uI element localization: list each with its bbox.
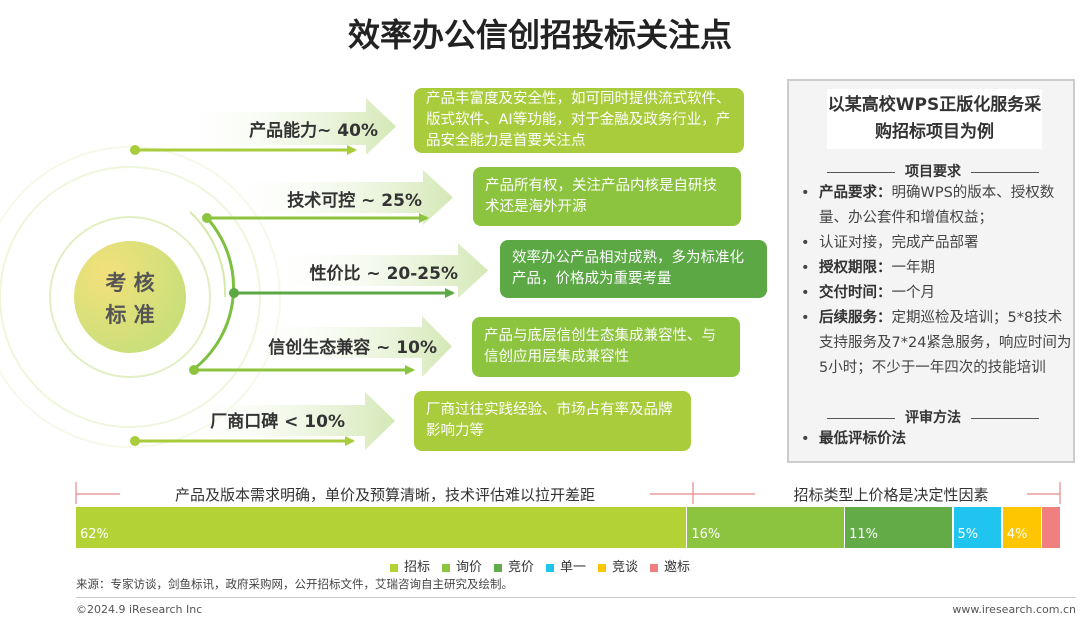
pointer-arrowhead xyxy=(445,288,455,298)
legend-swatch xyxy=(650,563,659,572)
method: 最低评标价法 xyxy=(819,431,906,447)
legend-swatch xyxy=(441,563,450,572)
criterion-label: 技术可控 ~ 25% xyxy=(287,191,422,211)
bar-segment-竞价: 11% xyxy=(845,507,953,548)
criterion-label: 信创生态兼容 ~ 10% xyxy=(268,338,437,358)
criterion-label: 厂商口碑 < 10% xyxy=(210,412,345,432)
rings xyxy=(0,146,281,448)
website: www.iresearch.com.cn xyxy=(952,603,1076,616)
legend-swatch xyxy=(546,563,554,572)
criterion-description: 厂商过往实践经验、市场占有率及品牌影响力等 xyxy=(414,391,691,451)
criterion-label: 产品能力~ 40% xyxy=(249,121,378,141)
pointer-dot xyxy=(189,365,199,375)
requirement-key: 后续服务： xyxy=(819,310,892,326)
pointer-arrowhead xyxy=(345,436,355,446)
criterion-description: 产品所有权，关注产品内核是自研技术还是海外开源 xyxy=(473,167,741,226)
method-list: 最低评标价法 xyxy=(799,427,1074,452)
requirement-item: 产品要求：明确WPS的版本、授权数量、办公套件和增值权益； xyxy=(799,181,1074,231)
case-title: 以某高校WPS正版化服务采购招标项目为例 xyxy=(827,89,1042,149)
legend-item: 竞价 xyxy=(493,556,534,575)
requirement-item: 认证对接，完成产品部署 xyxy=(799,231,1074,256)
criterion-arrow xyxy=(170,98,396,155)
section-heading: 项目要求 xyxy=(809,161,1057,181)
bar-segment-邀标 xyxy=(1042,507,1061,548)
legend-item: 单一 xyxy=(546,556,586,575)
center-label: 标 准 xyxy=(105,303,154,327)
requirement-value: 认证对接，完成产品部署 xyxy=(819,235,979,251)
legend-label: 询价 xyxy=(455,560,482,575)
pointer-dot xyxy=(202,213,212,223)
legend-label: 竞谈 xyxy=(612,560,639,575)
requirement-item: 后续服务：定期巡检及培训；5*8技术支持服务及7*24紧急服务，响应时间为5小时… xyxy=(799,306,1074,381)
center-label: 考 核 xyxy=(105,271,154,295)
criterion-arrow xyxy=(170,392,395,450)
legend-item: 竞谈 xyxy=(598,556,638,575)
criterion-description: 产品丰富度及安全性，如可同时提供流式软件、版式软件、AI等功能，对于金融及政务行… xyxy=(414,88,744,153)
pointer-arrowhead xyxy=(419,213,429,223)
requirement-item: 授权期限：一年期 xyxy=(799,256,1074,281)
criteria-diagram: 考 核 标 准 xyxy=(0,98,488,450)
annotation-left: 产品及版本需求明确，单价及预算清晰，技术评估难以拉开差距 xyxy=(174,486,595,504)
requirement-value: 明确WPS的版本、授权数量、办公套件和增值权益； xyxy=(819,185,1055,226)
legend-item: 招标 xyxy=(389,556,430,575)
criterion-arrow xyxy=(260,243,488,298)
legend-swatch xyxy=(493,563,502,572)
legend-label: 单一 xyxy=(560,560,587,575)
bar-segment-单一: 5% xyxy=(953,507,1002,548)
pointer-dot xyxy=(130,145,140,155)
requirement-item: 交付时间：一个月 xyxy=(799,281,1074,306)
criterion-description: 效率办公产品相对成熟，多为标准化产品，价格成为重要考量 xyxy=(500,240,767,298)
requirement-list: 产品要求：明确WPS的版本、授权数量、办公套件和增值权益； 认证对接，完成产品部署… xyxy=(799,181,1074,381)
legend: 招标 询价 竞价 单一 竞谈 邀标 xyxy=(0,556,1080,575)
requirement-value: 定期巡检及培训；5*8技术支持服务及7*24紧急服务，响应时间为5小时；不少于一… xyxy=(819,310,1072,376)
section-heading: 评审方法 xyxy=(809,407,1057,427)
annotation-right: 招标类型上价格是决定性因素 xyxy=(793,486,989,504)
case-panel: 以某高校WPS正版化服务采购招标项目为例 项目要求 产品要求：明确WPS的版本、… xyxy=(787,79,1075,463)
legend-item: 询价 xyxy=(441,556,482,575)
legend-label: 竞价 xyxy=(507,560,534,575)
pointer-dot xyxy=(130,436,140,446)
pointer-arrowhead xyxy=(405,365,415,375)
requirement-key: 授权期限： xyxy=(819,260,892,276)
legend-label: 招标 xyxy=(403,560,430,575)
criterion-arrow xyxy=(220,170,453,225)
pointer-arrowhead xyxy=(347,145,357,155)
criterion-label: 性价比 ~ 20-25% xyxy=(309,264,458,284)
criterion-description: 产品与底层信创生态集成兼容性、与信创应用层集成兼容性 xyxy=(472,317,740,377)
requirement-key: 交付时间： xyxy=(819,285,892,301)
bar-segment-招标: 62% xyxy=(76,507,686,548)
requirement-key: 产品要求： xyxy=(819,185,892,201)
requirement-value: 一年期 xyxy=(891,260,936,276)
copyright: ©2024.9 iResearch Inc xyxy=(76,603,203,616)
bar-segment-询价: 16% xyxy=(687,507,844,548)
legend-swatch xyxy=(389,563,398,572)
bracket-lines xyxy=(75,482,1061,504)
legend-item: 邀标 xyxy=(650,556,690,575)
page-title: 效率办公信创招投标关注点 xyxy=(347,16,732,54)
pointer-dot xyxy=(229,288,239,298)
footer-divider xyxy=(76,597,1076,598)
bar-segment-竞谈: 4% xyxy=(1002,507,1041,548)
center-circle xyxy=(74,241,186,353)
legend-label: 邀标 xyxy=(664,560,691,575)
requirement-value: 一个月 xyxy=(891,285,936,301)
connector-arc xyxy=(193,217,236,371)
source-note: 来源：专家访谈，剑鱼标讯，政府采购网，公开招标文件，艾瑞咨询自主研究及绘制。 xyxy=(76,577,513,591)
criterion-arrow xyxy=(240,316,452,377)
legend-swatch xyxy=(598,563,607,572)
